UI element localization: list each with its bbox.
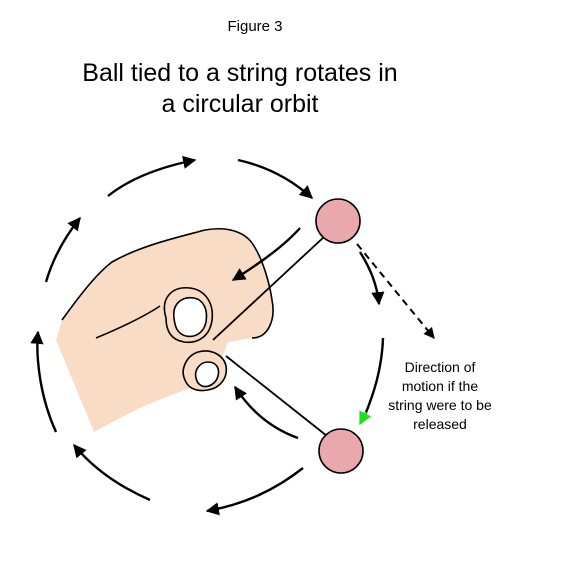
note-line-2: motion if the [401,378,479,394]
tangent-dashed-arrow [356,243,435,339]
orbit-arrow-top [107,155,197,197]
release-direction-label: Direction of motion if the string were t… [380,358,500,434]
orbit-arrow-upper-left [44,216,81,283]
velocity-arrow-head [358,410,372,426]
hand-shape [56,228,274,432]
hand-upper-outline [61,228,274,339]
orbit-path [30,155,385,516]
orbit-arrow-ball-down [358,251,385,306]
diagram-title: Ball tied to a string rotates in a circu… [30,58,450,120]
inner-arrow-lower [233,385,299,440]
orbit-arrow-top-right [237,158,313,199]
string-upper [212,235,326,341]
title-line-2: a circular orbit [161,90,319,118]
hand-illustration [56,228,274,432]
thumbnail [172,296,208,338]
orbit-arrow-right [363,337,385,416]
inner-arrow-upper [231,227,301,282]
orbit-arrow-lower-left [73,443,151,502]
knuckle-nail [194,361,220,388]
note-line-3: string were to be [388,397,492,413]
ball-lower [318,428,364,474]
note-line-1: Direction of [404,359,476,375]
note-line-4: released [413,416,467,432]
ball-upper [315,198,361,244]
title-line-1: Ball tied to a string rotates in [82,59,398,87]
finger-crease [95,305,161,339]
orbit-arrow-left [30,330,58,433]
figure-label: Figure 3 [227,18,283,35]
string-lower [225,355,328,437]
orbit-arrow-bottom [205,467,304,516]
